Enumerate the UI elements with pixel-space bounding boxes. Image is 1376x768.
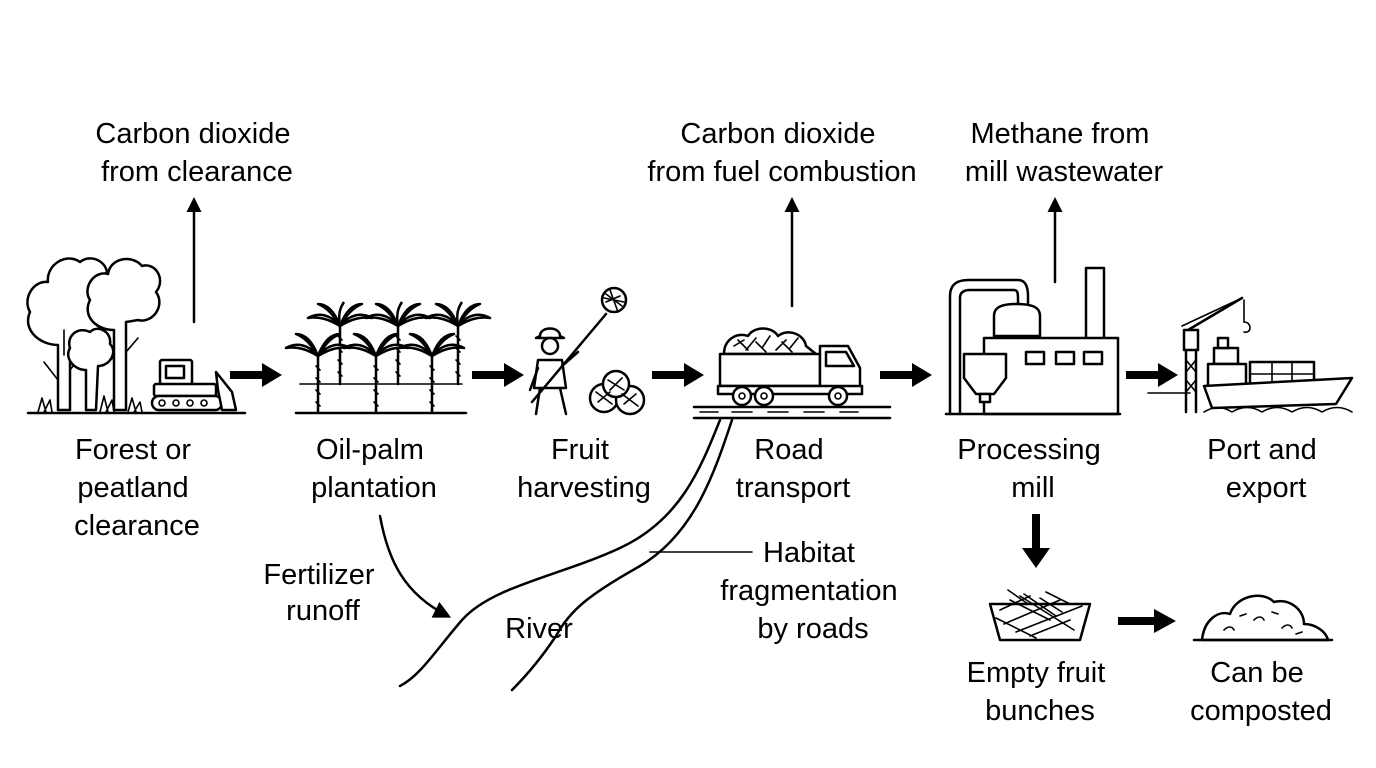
emission-label-co2-fuel: Carbon dioxide from fuel combustion xyxy=(647,118,916,188)
fiber-basket-icon xyxy=(988,589,1092,642)
stage-label-mill: Processing mill xyxy=(957,434,1109,504)
bulldozer-icon xyxy=(150,358,238,412)
stage-label-clearance: Forest or peatland clearance xyxy=(74,434,200,542)
compost-pile-icon xyxy=(1192,594,1334,642)
factory-icon xyxy=(944,266,1122,416)
flow-arrow-down-mill xyxy=(1022,514,1050,568)
fruit-bunch-icon xyxy=(588,369,646,416)
river-banks xyxy=(398,418,734,692)
emission-arrows xyxy=(186,197,1063,324)
stage-label-port: Port and export xyxy=(1207,434,1325,504)
stage-label-bunches: Empty fruit bunches xyxy=(967,657,1114,727)
flow-arrow-6 xyxy=(1118,609,1176,633)
emission-label-co2-clearance: Carbon dioxide from clearance xyxy=(95,118,298,188)
crane-icon xyxy=(1181,296,1251,414)
flow-arrow-1 xyxy=(230,363,282,387)
flow-arrow-4 xyxy=(880,363,932,387)
impact-label-river: River xyxy=(505,613,573,645)
stage-label-harvesting: Fruit harvesting xyxy=(517,434,651,504)
impact-label-habitat: Habitat fragmentation by roads xyxy=(720,537,905,645)
harvester-worker-icon xyxy=(528,286,628,416)
runoff-arrow xyxy=(378,514,452,618)
flow-arrow-5 xyxy=(1126,363,1178,387)
emission-label-methane: Methane from mill wastewater xyxy=(965,118,1164,188)
flow-arrow-3 xyxy=(652,363,704,387)
stage-label-compost: Can be composted xyxy=(1190,657,1332,727)
cargo-ship-icon xyxy=(1147,336,1354,413)
impact-label-fertilizer: Fertilizer runoff xyxy=(263,559,382,627)
stage-label-plantation: Oil-palm plantation xyxy=(311,434,437,504)
palm-trees-icon xyxy=(284,300,492,415)
stage-label-transport: Road transport xyxy=(736,434,850,504)
forest-trees-icon xyxy=(26,257,247,415)
truck-icon xyxy=(692,327,892,420)
flow-arrow-2 xyxy=(472,363,524,387)
